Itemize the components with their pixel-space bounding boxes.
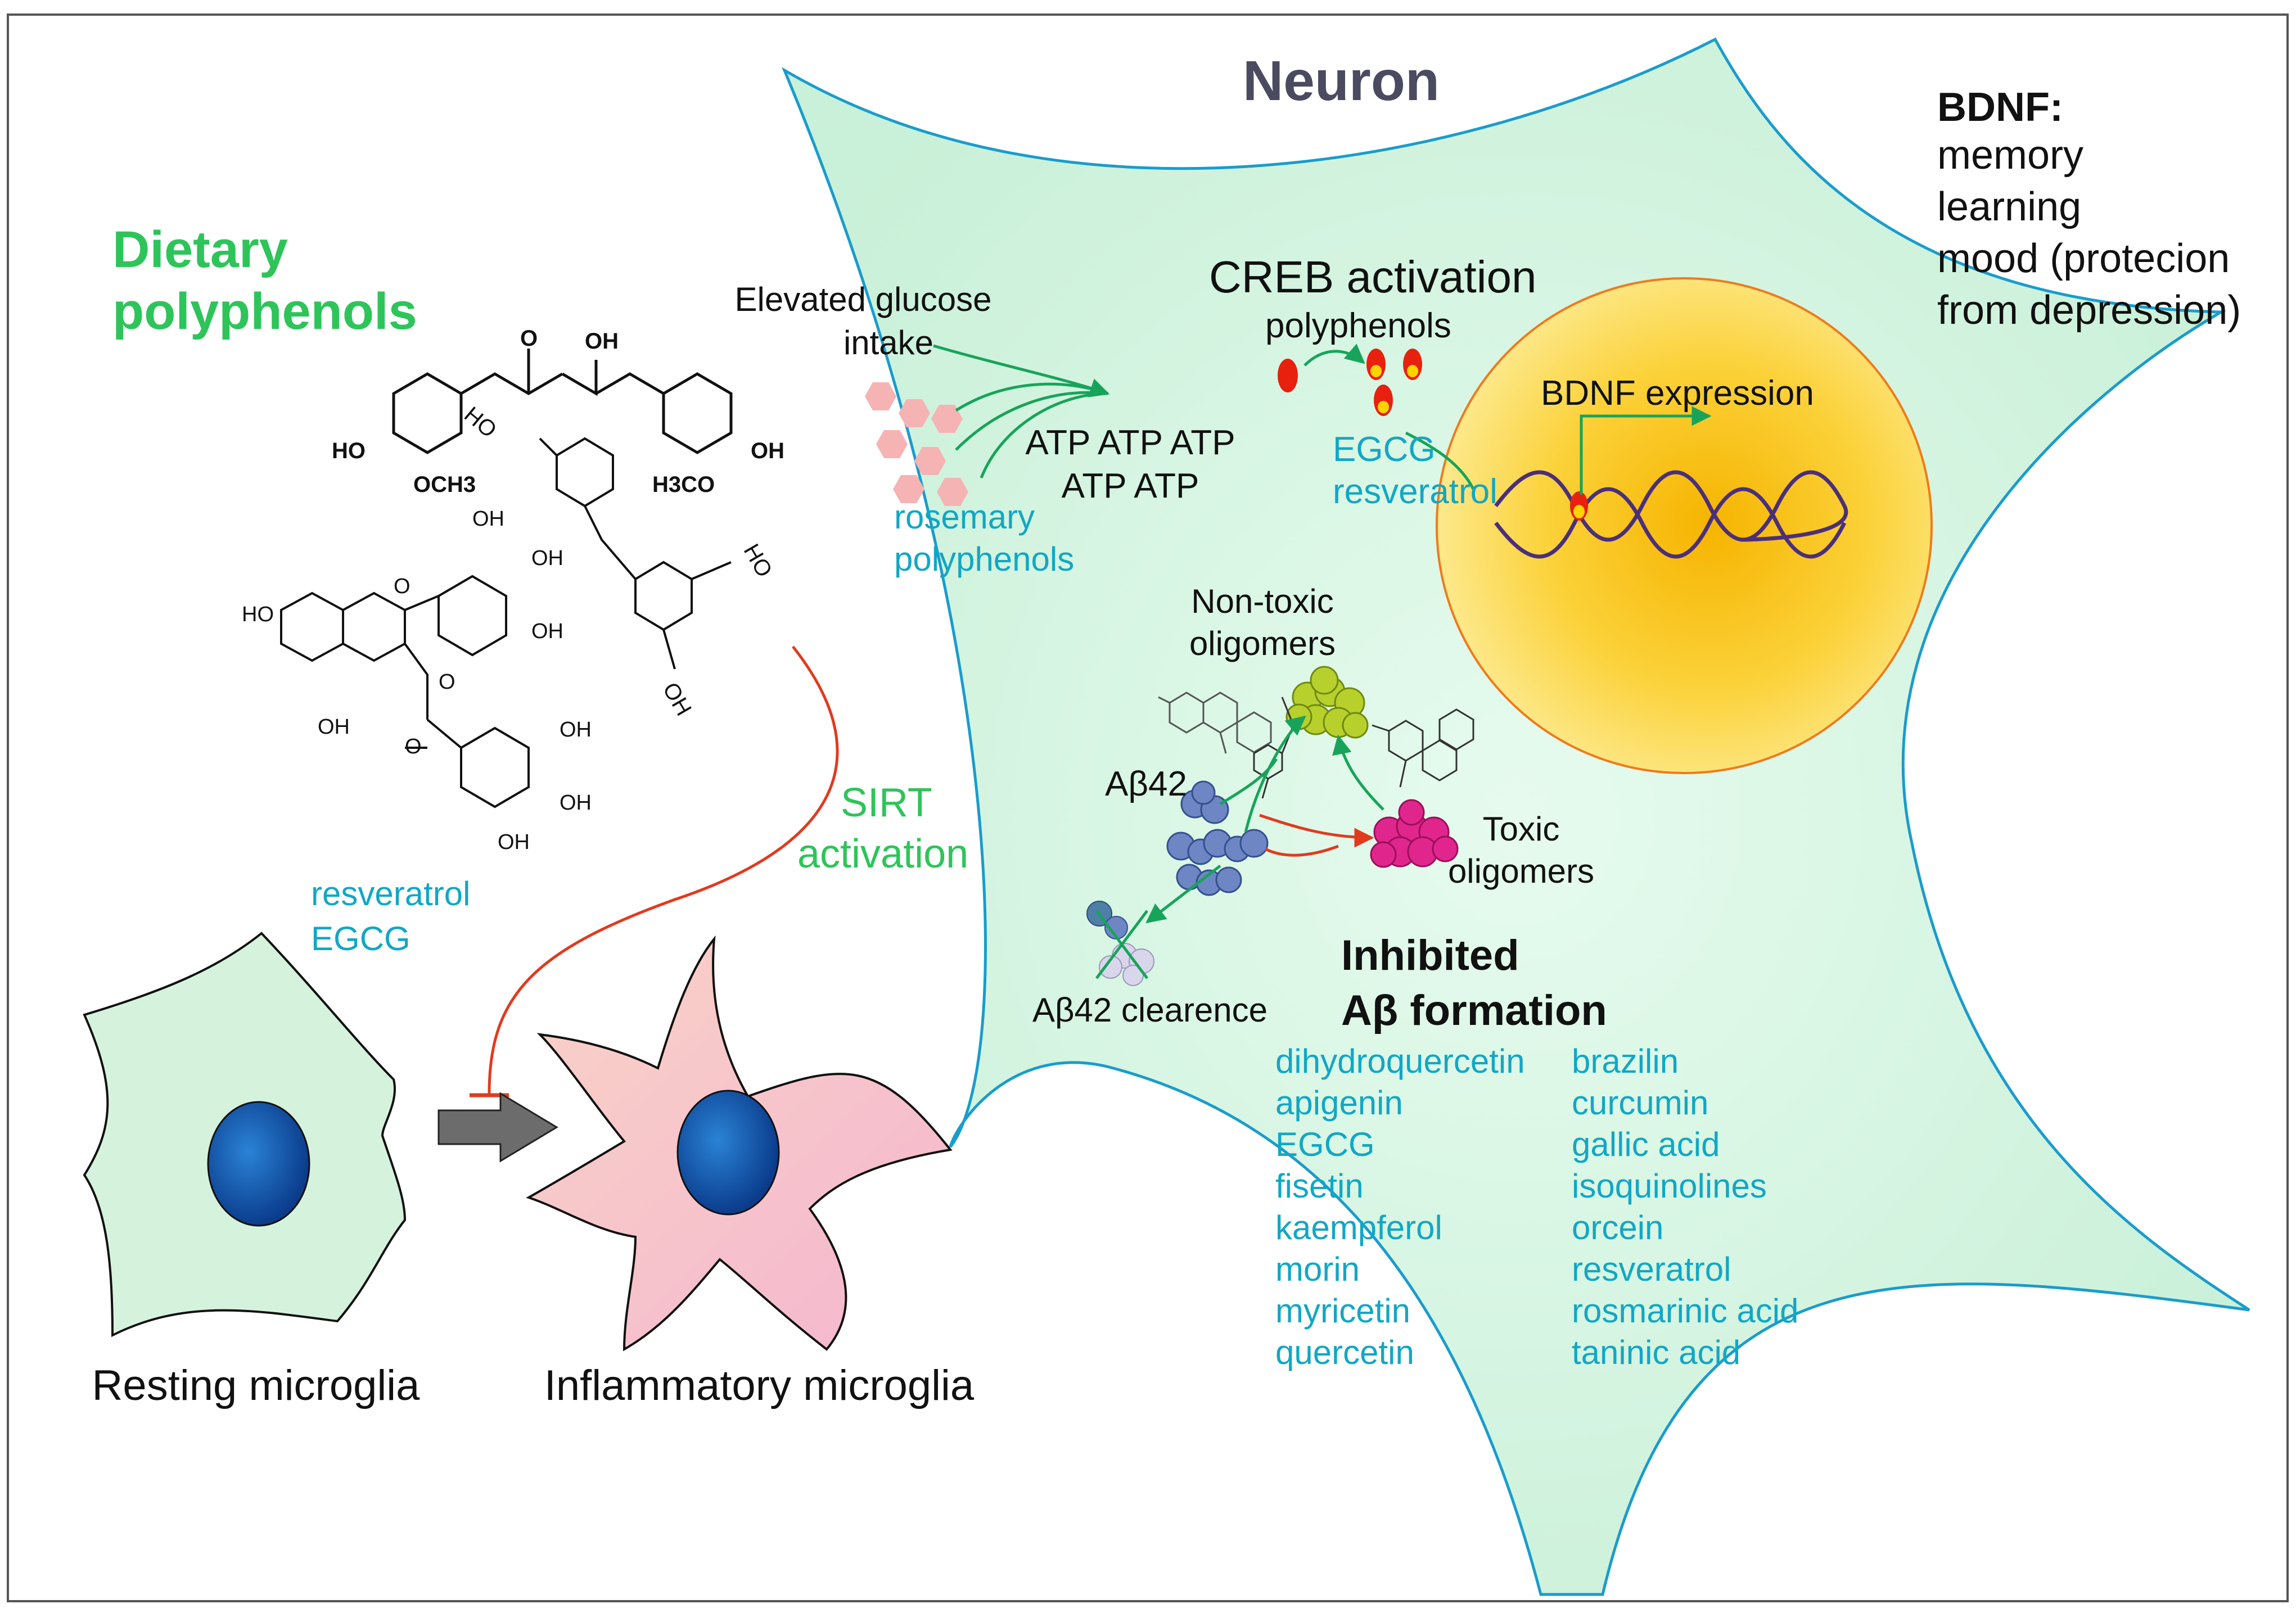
glucose-to-atp-arrows [933,344,1110,478]
creb-bound-marker-core [1573,505,1585,518]
resting-microglia-nucleus [207,1101,310,1227]
sirt-inhibition-line [488,645,839,1094]
egcg-oh4: OH [318,715,350,739]
nontoxic-oligomer-cluster-icon [1285,666,1369,739]
inhibitor-item: resveratrol [1572,1250,1731,1288]
dietary-title-line2: polyphenols [112,283,417,340]
inhibited-title-line1: Inhibited [1341,932,1519,979]
inhibitor-item: apigenin [1275,1084,1403,1122]
inhibitor-item: kaempferol [1275,1209,1442,1246]
abeta42-monomer-cluster-icon [1166,780,1269,896]
inflammatory-microglia-nucleus [676,1090,780,1216]
abeta42-label: Aβ42 [1105,765,1187,803]
activation-transition-arrow-icon [437,1092,558,1163]
bdnf-expression-label: BDNF expression [1541,374,1814,413]
resting-microglia-label: Resting microglia [92,1362,421,1409]
curcumin-structure-icon [392,349,733,454]
bdnf-effect-learning: learning [1937,184,2081,229]
creb-to-dna-arrow [1405,431,1475,490]
toxic-label-line1: Toxic [1483,810,1560,848]
inhibitor-item: fisetin [1275,1167,1364,1205]
egcg-o: O [394,575,411,598]
glucose-label-line2: intake [843,324,933,362]
atp-line2: ATP ATP [1062,467,1199,505]
inhibitor-item: curcumin [1572,1084,1708,1122]
inhibitor-item: orcein [1572,1209,1663,1246]
inflammatory-microglia-label: Inflammatory microglia [544,1362,975,1409]
egcg-o3: O [405,735,422,758]
creb-molecules [1278,349,1422,416]
curcumin-h3co: H3CO [652,472,715,497]
egcg-oh3: OH [531,620,563,643]
inhibitor-item: morin [1275,1250,1360,1288]
egcg-structure-icon [280,575,530,808]
bdnf-effect-mood: mood (protecion [1937,236,2230,281]
creb-compound-resveratrol: resveratrol [1333,472,1497,511]
creb-activation-title: CREB activation [1209,252,1536,302]
curcumin-oh-right: OH [751,439,784,463]
aggregation-arrows [1145,715,1384,924]
toxic-oligomer-cluster-icon [1370,799,1459,868]
inhibitors-right-list: brazilin curcumin gallic acid isoquinoli… [1572,1042,1798,1371]
microglia-compound-resveratrol: resveratrol [311,875,470,912]
inhibitor-item: quercetin [1275,1334,1414,1371]
egcg-oh1: OH [472,507,504,531]
curcumin-ho-left: HO [332,439,366,463]
microglia-compound-egcg: EGCG [311,920,411,957]
curcumin-o: O [520,326,538,351]
cleared-abeta-cluster-icon [1086,901,1154,986]
abeta42-clearance-label: Aβ42 clearence [1032,991,1267,1029]
rosemary-label-line1: rosemary [894,498,1035,536]
bdnf-heading: BDNF: [1937,85,2063,130]
toxic-label-line2: oligomers [1448,852,1594,890]
egcg-oh2: OH [531,546,563,570]
inhibitors-left-list: dihydroquercetin apigenin EGCG fisetin k… [1275,1042,1525,1371]
inhibitor-item: dihydroquercetin [1275,1042,1525,1080]
egcg-oh5: OH [560,718,592,742]
atp-line1: ATP ATP ATP [1025,423,1235,462]
nucleus [1436,277,1933,774]
inhibitor-item: taninic acid [1572,1334,1740,1371]
egcg-ho: HO [242,603,274,626]
creb-polyphenols-label: polyphenols [1265,306,1451,345]
curcumin-oh-top: OH [585,329,619,354]
inhibitor-item: EGCG [1275,1126,1375,1163]
polyphenol-molecule-right-icon [1372,708,1474,788]
sirt-label-line2: activation [797,832,968,876]
bdnf-effect-depression: from depression) [1937,288,2241,333]
glucose-label-line1: Elevated glucose [735,281,992,318]
resveratrol-structure-icon [539,437,732,670]
dietary-title-line1: Dietary [112,221,288,278]
inhibitor-item: rosmarinic acid [1572,1292,1798,1330]
egcg-o2: O [439,670,455,694]
neuron-title: Neuron [1243,49,1440,112]
sirt-label-line1: SIRT [841,780,932,825]
creb-activation-arrow [1303,344,1365,367]
bdnf-effect-memory: memory [1937,133,2083,178]
creb-compound-egcg: EGCG [1333,430,1436,469]
rosemary-label-line2: polyphenols [894,540,1074,578]
non-toxic-label-line2: oligomers [1189,625,1336,662]
glucose-molecules [865,382,968,506]
egcg-oh6: OH [560,791,592,815]
inhibitor-item: gallic acid [1572,1126,1720,1163]
inhibitor-item: isoquinolines [1572,1167,1767,1205]
polyphenol-molecule-left-icon [1158,692,1272,754]
inhibitor-item: brazilin [1572,1042,1679,1080]
bdnf-effects-list: memory learning mood (protecion from dep… [1937,133,2241,333]
non-toxic-label-line1: Non-toxic [1191,582,1333,620]
inhibited-title-line2: Aβ formation [1341,987,1607,1034]
inhibitor-item: myricetin [1275,1292,1410,1330]
curcumin-och3: OCH3 [413,472,476,497]
bdnf-expression-arrow [1580,406,1712,495]
egcg-oh7: OH [498,830,530,854]
